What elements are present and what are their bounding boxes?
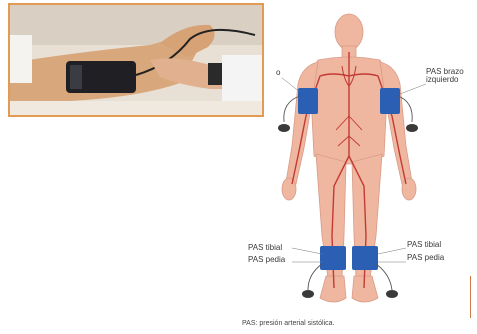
cuff-left-arm	[298, 88, 318, 114]
label-left-tibial: PAS tibial	[248, 244, 282, 252]
measurement-photo	[8, 3, 264, 117]
label-right-tibial: PAS tibial	[407, 241, 441, 249]
figure-caption: PAS: presión arterial sistólica.	[242, 320, 334, 327]
label-left-pedia: PAS pedia	[248, 256, 285, 264]
anatomy-figure	[262, 6, 472, 318]
label-right-pedia: PAS pedia	[407, 254, 444, 262]
bulb-icon	[302, 290, 314, 298]
label-left-arm: o	[276, 69, 280, 77]
cuff-right-ankle	[352, 246, 378, 270]
label-right-arm-line2: izquierdo	[426, 76, 458, 84]
bulb-icon	[406, 124, 418, 132]
bulb-icon	[278, 124, 290, 132]
cuff-right-arm	[380, 88, 400, 114]
divider-line	[470, 276, 471, 318]
cuff-left-ankle	[320, 246, 346, 270]
bulb-icon	[386, 290, 398, 298]
